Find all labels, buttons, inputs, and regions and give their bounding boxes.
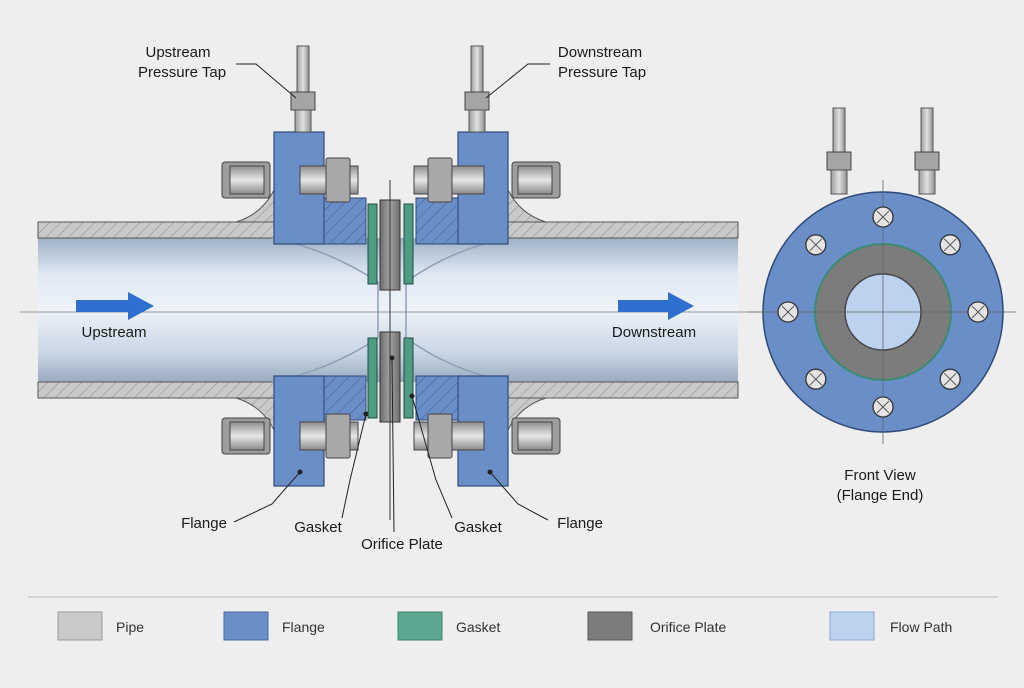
nut-icon — [517, 421, 553, 451]
gasket-left-bottom — [367, 337, 378, 419]
flow-arrow-upstream-icon — [76, 292, 154, 320]
downstream-tap-label-1: Downstream — [558, 44, 642, 61]
upstream-tap-label-1: Upstream — [145, 44, 210, 61]
nut-icon — [229, 421, 265, 451]
tap-tube-upstream — [296, 45, 310, 97]
gasket-and-plate — [367, 180, 414, 520]
legend-item-orifice: Orifice Plate — [587, 611, 726, 641]
leader-lines — [233, 63, 550, 533]
flange-left-top-face — [323, 197, 367, 245]
front-tap-tube-right — [920, 107, 934, 157]
leader-dots — [297, 355, 493, 475]
tap-fitting-upstream-icon — [290, 91, 316, 111]
legend-swatch-gasket — [397, 611, 443, 641]
nut-icon — [325, 413, 351, 459]
tap-fitting-downstream-icon — [464, 91, 490, 111]
legend: Pipe Flange Gasket Orifice Plate Flow Pa… — [57, 611, 952, 641]
legend-swatch-flange — [223, 611, 269, 641]
legend-swatch-pipe — [57, 611, 103, 641]
gasket-right-top — [403, 203, 414, 285]
front-view-label-2: (Flange End) — [837, 487, 924, 504]
bolt-hole-mark — [943, 238, 957, 252]
front-tap-fitting-left-icon — [826, 151, 852, 171]
legend-item-pipe: Pipe — [57, 611, 144, 641]
bolt-hole-mark — [809, 372, 823, 386]
legend-label-orifice: Orifice Plate — [650, 619, 726, 635]
contraction-line — [271, 237, 379, 383]
flange-right-top-face — [415, 197, 459, 245]
legend-item-flange: Flange — [223, 611, 325, 641]
flange-left-label: Flange — [181, 515, 227, 532]
bolt-hole-mark — [809, 238, 823, 252]
front-bolt-holes — [777, 206, 989, 418]
legend-label-pipe: Pipe — [116, 619, 144, 635]
pipe-wall-top-right — [507, 221, 739, 239]
front-tap-fitting-right-icon — [914, 151, 940, 171]
front-tap-stem-right — [918, 169, 936, 195]
bolt-hole-mark — [876, 210, 890, 224]
orifice-plate-label: Orifice Plate — [361, 536, 443, 553]
gasket-right-label: Gasket — [454, 519, 502, 536]
tap-stem-downstream — [468, 109, 486, 133]
front-tap-stem-left — [830, 169, 848, 195]
front-view-label-1: Front View — [844, 467, 916, 484]
front-view — [750, 107, 1016, 444]
gasket-right-bottom — [403, 337, 414, 419]
flange-assembly — [273, 131, 509, 487]
pipe-wall-bottom-right — [507, 381, 739, 399]
nut-icon — [229, 165, 265, 195]
pipe-wall-bottom-left — [37, 381, 275, 399]
expansion-line — [405, 237, 509, 383]
legend-swatch-flow — [829, 611, 875, 641]
downstream-label: Downstream — [612, 324, 696, 341]
downstream-tap-label-2: Pressure Tap — [558, 64, 646, 81]
nut-icon — [325, 157, 351, 203]
legend-label-gasket: Gasket — [456, 619, 500, 635]
tap-stem-upstream — [294, 109, 312, 133]
gasket-left-label: Gasket — [294, 519, 342, 536]
upstream-tap-label-2: Pressure Tap — [138, 64, 226, 81]
flange-right-bottom-face — [415, 375, 459, 421]
legend-label-flow: Flow Path — [890, 619, 952, 635]
front-tap-tube-left — [832, 107, 846, 157]
flow-arrow-downstream-icon — [618, 292, 694, 320]
pipe-wall-top-left — [37, 221, 275, 239]
bolt-hole-mark — [781, 305, 795, 319]
legend-label-flange: Flange — [282, 619, 325, 635]
upstream-label: Upstream — [81, 324, 146, 341]
flange-right-label: Flange — [557, 515, 603, 532]
bolts — [221, 157, 561, 459]
flange-left-bottom-face — [323, 375, 367, 421]
legend-swatch-orifice — [587, 611, 633, 641]
gasket-left-top — [367, 203, 378, 285]
tap-tube-downstream — [470, 45, 484, 97]
pressure-taps — [290, 45, 490, 133]
nut-icon — [427, 413, 453, 459]
nut-icon — [517, 165, 553, 195]
bolt-hole-mark — [971, 305, 985, 319]
legend-item-gasket: Gasket — [397, 611, 500, 641]
nut-icon — [427, 157, 453, 203]
bolt-hole-mark — [876, 400, 890, 414]
bolt-hole-mark — [943, 372, 957, 386]
legend-item-flow: Flow Path — [829, 611, 952, 641]
